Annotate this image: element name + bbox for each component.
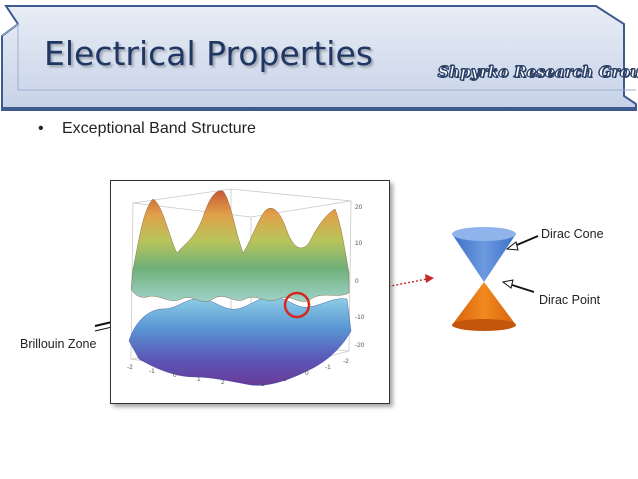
y-axis-ticks: 2 1 0 -1 -2: [261, 358, 349, 388]
brand-logo-text: Shpyrko Research Group: [438, 63, 638, 82]
dirac-cone: [452, 227, 516, 331]
z-tick: 10: [355, 240, 363, 247]
valence-band: [128, 296, 352, 386]
dirac-point-arrow: [501, 279, 535, 293]
dirac-cone-arrow: [505, 235, 539, 251]
x-tick: -2: [127, 364, 133, 371]
z-tick: 20: [355, 204, 363, 211]
z-axis-ticks: 20 10 0 -10 -20: [355, 204, 365, 349]
bullet-dot-icon: •: [38, 120, 44, 137]
z-tick: -10: [355, 314, 365, 321]
y-tick: 0: [305, 370, 309, 377]
bullet-item: • Exceptional Band Structure: [38, 120, 256, 138]
y-tick: 1: [283, 376, 287, 383]
x-tick: 1: [197, 376, 201, 383]
x-tick: -1: [149, 368, 155, 375]
y-tick: -1: [325, 364, 331, 371]
brillouin-zone-label: Brillouin Zone: [20, 337, 97, 351]
y-tick: 2: [261, 381, 265, 388]
slide-title: Electrical Properties: [44, 34, 373, 73]
band-structure-surface: 20 10 0 -10 -20 -2 -1 0 1 2 2 1 0 -1 -2: [127, 188, 365, 388]
band-structure-plot: 20 10 0 -10 -20 -2 -1 0 1 2 2 1 0 -1 -2: [110, 180, 390, 404]
x-tick: 2: [221, 379, 225, 386]
dirac-point-label: Dirac Point: [539, 293, 601, 307]
dirac-cone-label: Dirac Cone: [541, 227, 604, 241]
x-axis-ticks: -2 -1 0 1 2: [127, 364, 225, 386]
dirac-point-highlight: [283, 291, 311, 319]
header-bevel: [1, 23, 636, 91]
conduction-band: [130, 190, 350, 302]
bullet-text: Exceptional Band Structure: [62, 120, 256, 137]
x-tick: 0: [173, 372, 177, 379]
y-tick: -2: [343, 358, 349, 365]
z-tick: 0: [355, 278, 359, 285]
z-tick: -20: [355, 342, 365, 349]
